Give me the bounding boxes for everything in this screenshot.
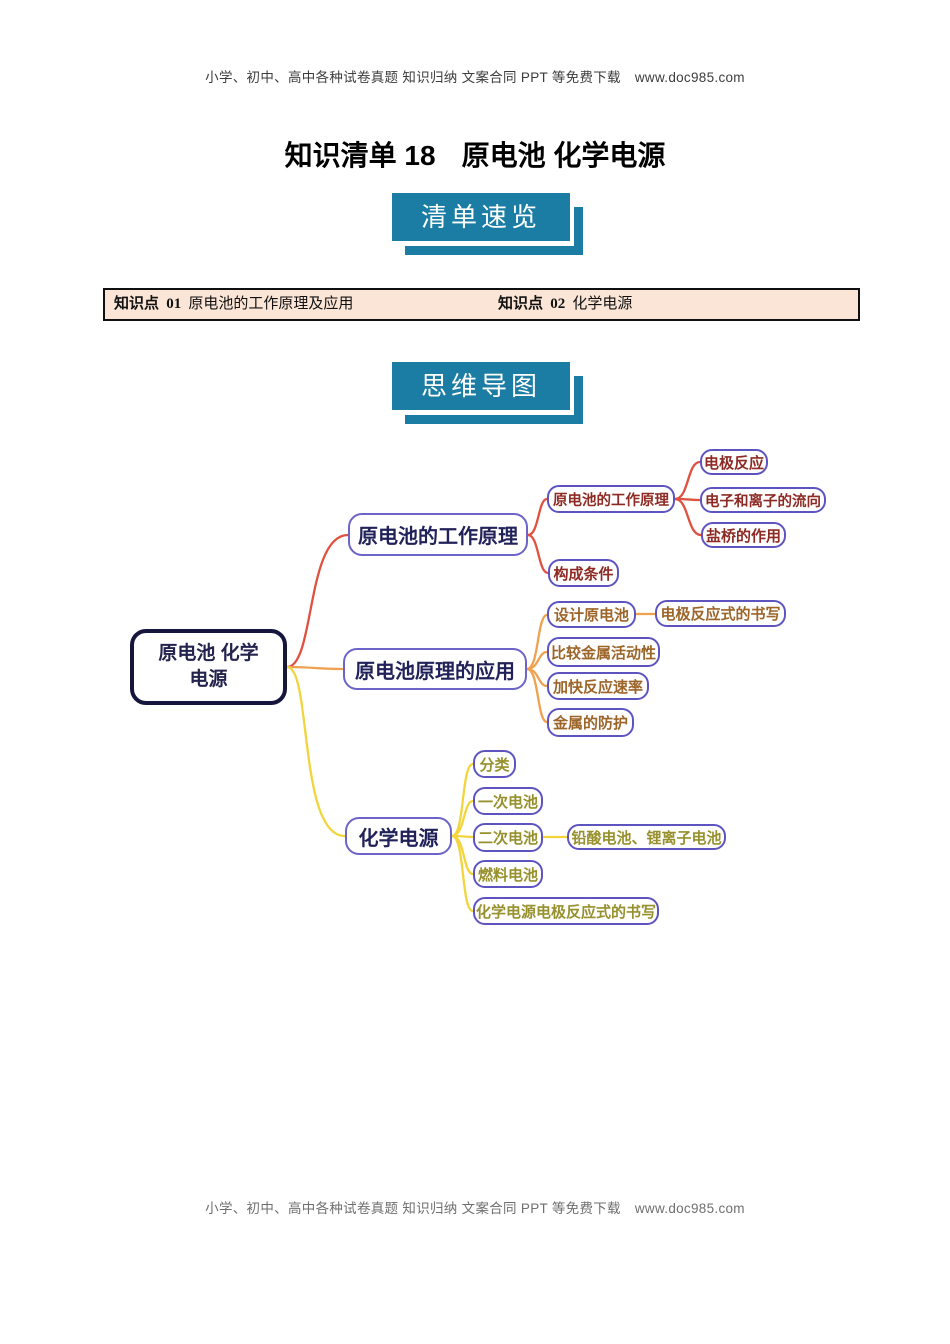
node-classification: 分类 — [473, 750, 516, 778]
node-branch-principle-application: 原电池原理的应用 — [343, 648, 527, 690]
node-metal-protection: 金属的防护 — [547, 708, 634, 737]
site-header: 小学、初中、高中各种试卷真题 知识归纳 文案合同 PPT 等免费下载 www.do… — [0, 66, 950, 86]
header-site-url[interactable]: www.doc985.com — [634, 70, 745, 85]
node-design-cell: 设计原电池 — [547, 601, 636, 628]
banner-summary: 清单速览 — [392, 193, 570, 241]
footer-promo-text: 小学、初中、高中各种试卷真题 知识归纳 文案合同 PPT 等免费下载 — [205, 1201, 621, 1216]
header-promo-text: 小学、初中、高中各种试卷真题 知识归纳 文案合同 PPT 等免费下载 — [205, 70, 621, 85]
knowledge-point-2: 知识点 02 化学电源 — [498, 295, 633, 312]
node-working-principle-sub: 原电池的工作原理 — [547, 485, 675, 513]
node-lead-acid-lithium: 铅酸电池、锂离子电池 — [567, 824, 726, 850]
node-forming-conditions: 构成条件 — [548, 559, 619, 587]
node-branch-chemical-power: 化学电源 — [345, 817, 452, 855]
banner-mindmap: 思维导图 — [392, 362, 570, 410]
node-primary-battery: 一次电池 — [473, 787, 543, 815]
node-electrode-equation-writing: 电极反应式的书写 — [655, 600, 786, 627]
node-branch-working-principle: 原电池的工作原理 — [348, 513, 528, 556]
node-electron-ion-flow: 电子和离子的流向 — [700, 487, 826, 513]
node-salt-bridge: 盐桥的作用 — [701, 522, 786, 548]
node-speed-up-reaction: 加快反应速率 — [547, 672, 649, 700]
node-electrode-reaction: 电极反应 — [700, 449, 768, 475]
footer-site-url[interactable]: www.doc985.com — [634, 1201, 745, 1216]
node-secondary-battery: 二次电池 — [473, 823, 543, 852]
node-root: 原电池 化学电源 — [130, 629, 287, 705]
node-fuel-cell: 燃料电池 — [473, 860, 543, 888]
node-power-electrode-equation-writing: 化学电源电极反应式的书写 — [473, 897, 659, 925]
site-footer: 小学、初中、高中各种试卷真题 知识归纳 文案合同 PPT 等免费下载 www.do… — [0, 1197, 950, 1217]
knowledge-point-1: 知识点 01 原电池的工作原理及应用 — [114, 295, 354, 312]
node-compare-metal-activity: 比较金属活动性 — [547, 637, 660, 667]
knowledge-box: 知识点 01 原电池的工作原理及应用 知识点 02 化学电源 — [103, 288, 860, 321]
